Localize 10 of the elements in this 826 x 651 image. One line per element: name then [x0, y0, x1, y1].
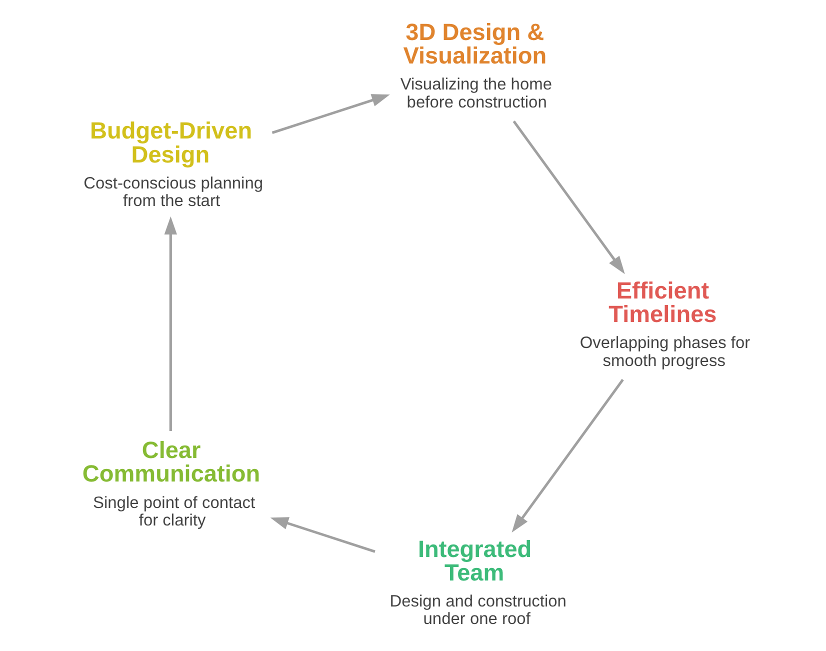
node-text: Clear Communication Single point of contact for clarity	[82, 437, 260, 530]
node-text: 3D Design & Visualization Visualizing the home before construction	[400, 19, 552, 112]
node-text: Budget-Driven Design Cost-conscious planning from the start	[83, 118, 263, 210]
node-text: Efficient Timelines Overlapping phases for smooth progress	[579, 277, 750, 370]
arrow	[271, 94, 390, 134]
arrow	[511, 378, 624, 533]
node-text: Integrated Team Design and construction under one roof	[389, 536, 566, 628]
arrow	[164, 216, 177, 432]
arrow	[512, 120, 624, 274]
arrow	[270, 517, 375, 553]
